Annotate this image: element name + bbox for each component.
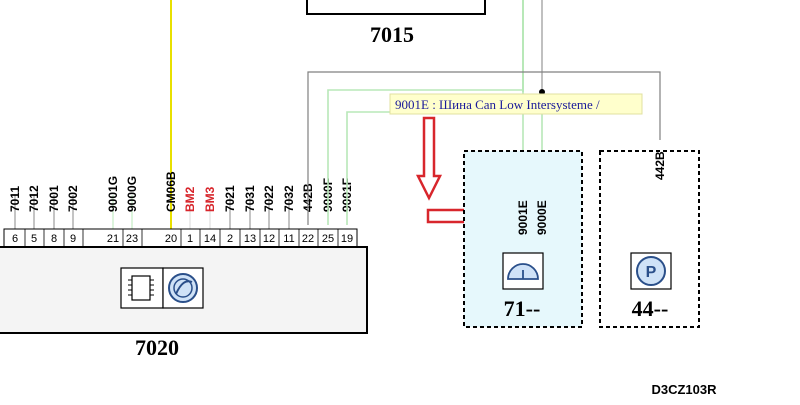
- pin-number-22: 22: [302, 233, 314, 245]
- pin-number-5: 5: [31, 233, 37, 245]
- tooltip-text: 9001E : Шина Can Low Intersysteme /: [395, 97, 600, 112]
- parking-brake-icon: P: [630, 252, 672, 290]
- wire-label-7001: 7001: [47, 185, 61, 212]
- pin-number-8: 8: [51, 233, 57, 245]
- wire-label-9000g: 9000G: [125, 176, 139, 212]
- wire-label-7021: 7021: [223, 185, 237, 212]
- wire-label-7012: 7012: [27, 185, 41, 212]
- module-box-7015: [306, 0, 486, 15]
- pin-number-14: 14: [204, 233, 216, 245]
- wire-label-7031: 7031: [243, 185, 257, 212]
- wire-label-7011: 7011: [8, 186, 22, 212]
- pin-number-21: 21: [107, 233, 119, 245]
- svg-text:P: P: [646, 264, 657, 281]
- wire-label-7032: 7032: [282, 185, 296, 212]
- wire-label-442b-right: 442B: [653, 151, 667, 180]
- reference-code: D3CZ103R: [651, 382, 717, 397]
- red-arrow-down: [415, 116, 443, 201]
- left-connector-wires: 7011 7012 7001 7002 9001G 9000G CM06B BM2 BM3 702…: [8, 0, 354, 229]
- pin-number-13: 13: [244, 233, 256, 245]
- wire-label-9000e: 9000E: [535, 200, 549, 235]
- module-box-71: [463, 150, 583, 328]
- wire-label-7002: 7002: [66, 185, 80, 212]
- wire-label-7022: 7022: [262, 185, 276, 212]
- pin-number-12: 12: [263, 233, 275, 245]
- connector-pin-strip: 6 5 8 9 21 23 20 1 14 2 13 12 11 22 25 19: [3, 228, 358, 248]
- wire-label-cm06b: CM06B: [164, 171, 178, 212]
- module-label-7020: 7020: [135, 335, 179, 360]
- module-box-44: [599, 150, 700, 328]
- pin-number-2: 2: [227, 233, 233, 245]
- instrument-gauge-icon: [502, 252, 544, 290]
- pin-number-25: 25: [322, 233, 334, 245]
- wire-label-bm2: BM2: [183, 186, 197, 212]
- pin-number-6: 6: [12, 233, 18, 245]
- wire-label-bm3: BM3: [203, 186, 217, 212]
- pin-number-23: 23: [126, 233, 138, 245]
- ecu-chip-icon: [120, 267, 164, 309]
- wire-label-9001g: 9001G: [106, 176, 120, 212]
- module-label-7015: 7015: [370, 22, 414, 47]
- wire-route-442b: [307, 71, 661, 225]
- pin-number-20: 20: [165, 233, 177, 245]
- module-label-71: 71--: [504, 296, 541, 321]
- esp-control-icon: [162, 267, 204, 309]
- pin-number-19: 19: [341, 233, 353, 245]
- pin-number-1: 1: [187, 233, 193, 245]
- wire-label-9001e: 9001E: [516, 200, 530, 235]
- tooltip-box: [389, 93, 643, 115]
- pin-number-9: 9: [70, 233, 76, 245]
- pin-number-11: 11: [283, 233, 294, 245]
- wire-route-9000f: [327, 89, 524, 225]
- module-label-44: 44--: [632, 296, 669, 321]
